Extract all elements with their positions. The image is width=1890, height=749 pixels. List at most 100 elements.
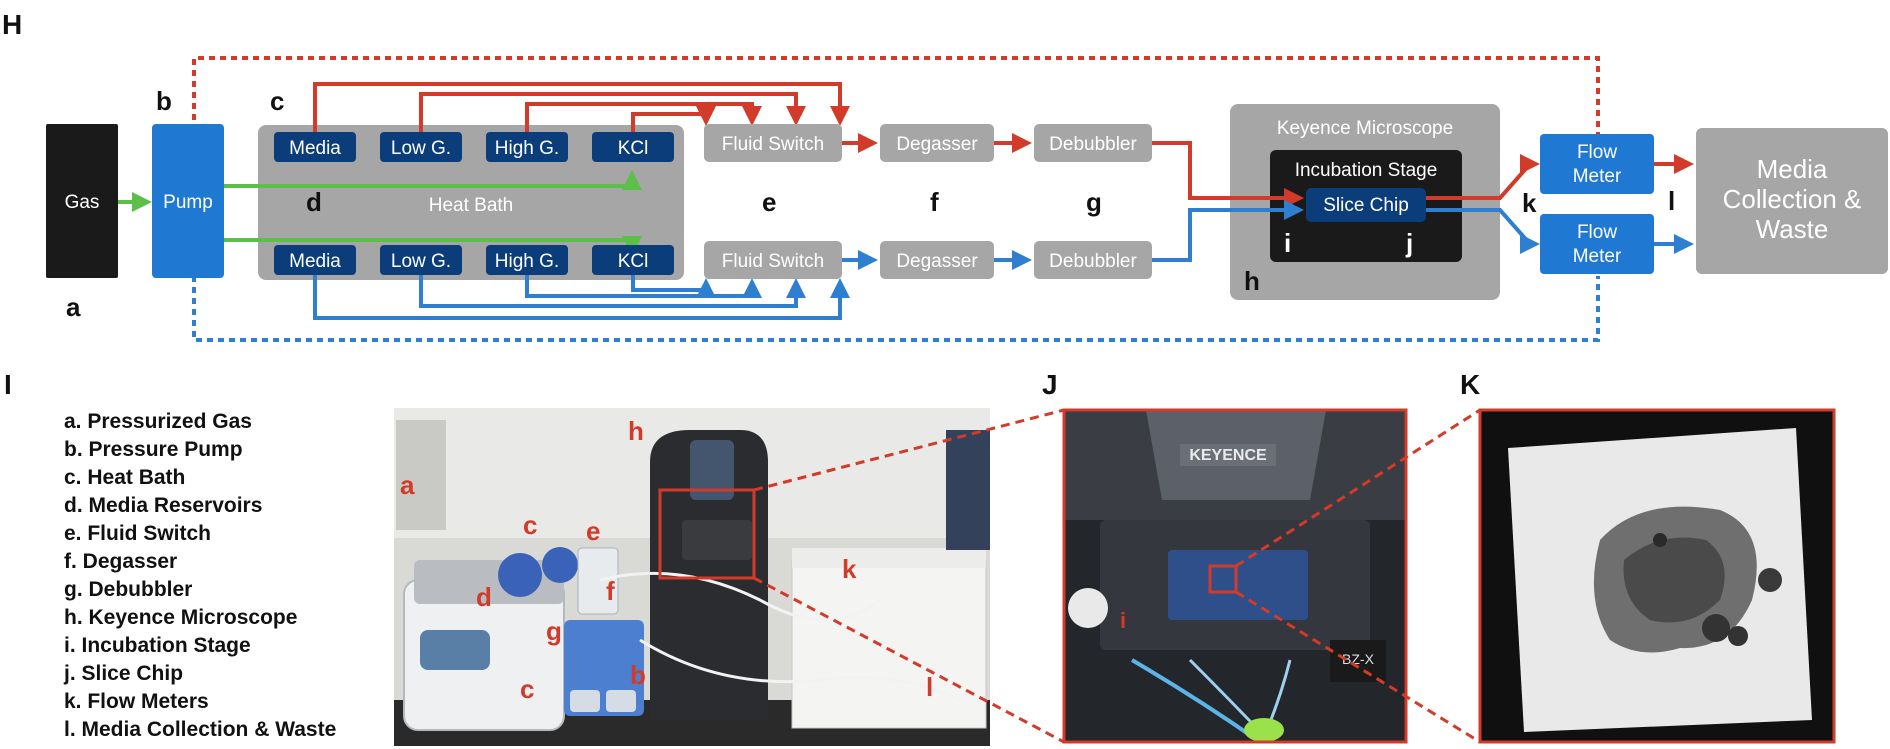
keyence-microscope-label: Keyence Microscope bbox=[1277, 118, 1453, 139]
flow-meter-top-line1: Flow bbox=[1577, 142, 1617, 163]
flow-meter-bottom bbox=[1540, 214, 1654, 274]
flow-meter-top-line2: Meter bbox=[1573, 166, 1622, 187]
step-letter-l: l bbox=[1668, 186, 1675, 216]
reservoir-bottom-kcl bbox=[592, 245, 674, 275]
reservoir-top-kcl bbox=[592, 132, 674, 162]
zoom-box-i bbox=[658, 488, 756, 580]
setup-photo bbox=[394, 408, 990, 746]
red-media-line bbox=[313, 82, 850, 132]
photo-label-d: d bbox=[476, 582, 492, 612]
degasser-bottom-label: Degasser bbox=[896, 251, 978, 272]
collection-line2: Collection & bbox=[1723, 184, 1862, 214]
gas-label: Gas bbox=[65, 192, 100, 213]
red-lowg-line bbox=[419, 92, 806, 132]
step-letter-f: f bbox=[930, 187, 939, 217]
step-letter-h: h bbox=[1244, 266, 1260, 296]
pump-box bbox=[152, 124, 224, 278]
blue-kcl-line bbox=[631, 275, 716, 298]
red-highg-line bbox=[525, 102, 762, 132]
step-letter-g: g bbox=[1086, 187, 1102, 217]
legend-item-i: i. Incubation Stage bbox=[64, 634, 251, 657]
red-kcl-line bbox=[631, 106, 716, 132]
zoom-line-top-jk bbox=[1235, 408, 1481, 568]
reservoir-top-highg bbox=[486, 132, 568, 162]
photo-j-marker: i bbox=[1120, 608, 1126, 633]
panel-j-frame bbox=[1062, 408, 1408, 744]
legend-item-g: g. Debubbler bbox=[64, 578, 192, 601]
step-letter-c: c bbox=[270, 86, 284, 116]
reservoir-top-kcl-label: KCl bbox=[618, 138, 649, 159]
blue-debubbler-to-chip bbox=[1152, 200, 1304, 262]
legend-item-j: j. Slice Chip bbox=[63, 662, 183, 685]
reservoir-bottom-media-label: Media bbox=[289, 251, 341, 272]
reservoir-top-lowg-label: Low G. bbox=[391, 138, 451, 159]
legend-item-a: a. Pressurized Gas bbox=[64, 410, 252, 433]
bzx-model-text: BZ-X bbox=[1342, 651, 1375, 667]
legend: a. Pressurized Gas b. Pressure Pump c. H… bbox=[63, 410, 336, 741]
legend-item-d: d. Media Reservoirs bbox=[64, 494, 262, 517]
photo-label-e: e bbox=[586, 516, 600, 546]
photo-label-h: h bbox=[628, 416, 644, 446]
panel-letter-k: K bbox=[1460, 369, 1480, 400]
blue-media-line bbox=[313, 275, 850, 320]
photo-label-f: f bbox=[606, 576, 615, 606]
photo-label-b: b bbox=[630, 660, 646, 690]
reservoir-bottom-highg bbox=[486, 245, 568, 275]
reservoir-bottom-lowg bbox=[380, 245, 462, 275]
fluid-switch-top-label: Fluid Switch bbox=[722, 134, 824, 155]
collection-line3: Waste bbox=[1756, 214, 1829, 244]
reservoir-bottom-kcl-label: KCl bbox=[618, 251, 649, 272]
slice-chip bbox=[1306, 188, 1426, 222]
photo-label-l: l bbox=[926, 672, 933, 702]
reservoir-top-lowg bbox=[380, 132, 462, 162]
collection-line1: Media bbox=[1757, 154, 1828, 184]
keyence-brand-text: KEYENCE bbox=[1189, 447, 1267, 464]
step-letter-i: i bbox=[1284, 228, 1291, 258]
step-letter-e: e bbox=[762, 187, 776, 217]
reservoir-top-media-label: Media bbox=[289, 138, 341, 159]
step-letter-j: j bbox=[1405, 228, 1413, 258]
fluid-switch-top bbox=[704, 124, 842, 162]
tissue-slice-image bbox=[1480, 410, 1834, 742]
panel-letter-i: I bbox=[4, 369, 12, 400]
red-chip-to-flowmeter bbox=[1426, 154, 1540, 200]
zoom-line-bottom-ij bbox=[753, 576, 1065, 744]
panel-letter-h: H bbox=[2, 9, 22, 40]
reservoir-top-media bbox=[274, 132, 356, 162]
photo-label-c: c bbox=[520, 674, 534, 704]
gas-box bbox=[46, 124, 118, 278]
legend-item-e: e. Fluid Switch bbox=[64, 522, 211, 545]
blue-lowg-line bbox=[419, 275, 806, 308]
legend-item-c: c. Heat Bath bbox=[64, 466, 185, 489]
debubbler-top bbox=[1034, 124, 1152, 162]
debubbler-bottom bbox=[1034, 241, 1152, 279]
debubbler-top-label: Debubbler bbox=[1049, 134, 1137, 155]
reservoir-bottom-media bbox=[274, 245, 356, 275]
fluid-switch-bottom bbox=[704, 241, 842, 279]
step-letter-d: d bbox=[306, 187, 322, 217]
slice-chip-label: Slice Chip bbox=[1323, 195, 1409, 216]
degasser-top bbox=[880, 124, 994, 162]
debubbler-bottom-label: Debubbler bbox=[1049, 251, 1137, 272]
fluid-switch-bottom-label: Fluid Switch bbox=[722, 251, 824, 272]
zoom-line-bottom-jk bbox=[1235, 590, 1481, 744]
degasser-bottom bbox=[880, 241, 994, 279]
step-letter-a: a bbox=[66, 292, 81, 322]
photo-label-a: a bbox=[400, 470, 415, 500]
collection-waste-box bbox=[1696, 128, 1888, 274]
legend-item-f: f. Degasser bbox=[64, 550, 177, 573]
reservoir-bottom-lowg-label: Low G. bbox=[391, 251, 451, 272]
incubation-stage-label: Incubation Stage bbox=[1295, 160, 1438, 181]
red-feedback-line bbox=[192, 56, 1600, 136]
microscope-stage-photo: KEYENCE BZ-X i bbox=[1064, 410, 1406, 744]
panel-letter-j: J bbox=[1042, 369, 1058, 400]
step-letter-b: b bbox=[156, 86, 172, 116]
step-letter-k: k bbox=[1522, 188, 1537, 218]
flow-meter-top bbox=[1540, 134, 1654, 194]
green-top-line bbox=[224, 170, 642, 190]
photo-label-k: k bbox=[842, 554, 857, 584]
blue-feedback-line bbox=[192, 276, 1600, 342]
heat-bath-label: Heat Bath bbox=[429, 195, 514, 216]
degasser-top-label: Degasser bbox=[896, 134, 978, 155]
